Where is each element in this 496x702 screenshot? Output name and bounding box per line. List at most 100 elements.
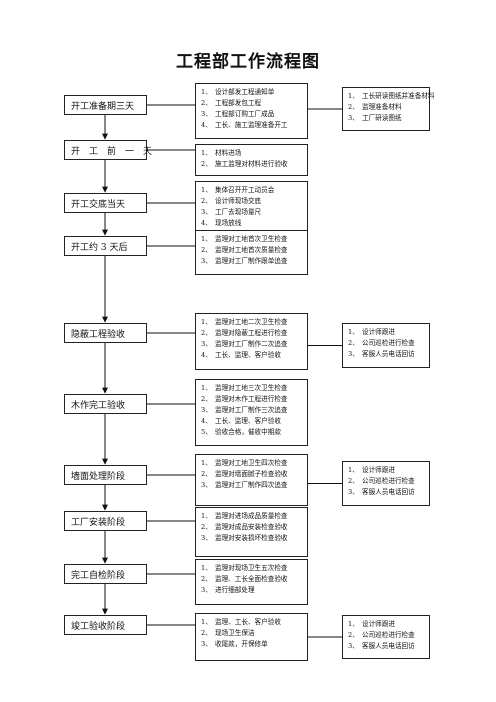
task-item: 3、进行细部处理 [201, 586, 255, 594]
task-item: 1、材料进场 [201, 149, 242, 157]
task-item-text: 现场放线 [215, 219, 242, 227]
note-item-text: 工长研读图纸并准备材料 [362, 92, 435, 100]
note-item-text: 客服人员电话回访 [362, 488, 415, 496]
task-item: 2、监理对成品安装检查验收 [201, 523, 288, 531]
task-box: 1、监理、工长、客户验收 2、现场卫生保洁 3、收尾款，开保修单 [195, 613, 308, 661]
stage-box: 开工准备期三天 [64, 95, 147, 115]
task-item-text: 现场卫生保洁 [215, 629, 255, 637]
task-item: 2、监理对工地首次质量检查 [201, 246, 288, 254]
note-item-text: 设计师跟进 [362, 620, 395, 628]
task-item: 4、工长、施工监理准备开工 [201, 121, 288, 129]
task-item: 1、设计部发工程通知单 [201, 88, 275, 96]
task-item: 3、监理对工厂制作三次追查 [201, 406, 288, 414]
task-item: 1、监理对工地三次卫生检查 [201, 384, 288, 392]
stage-box: 隐蔽工程验收 [64, 323, 147, 343]
note-box: 1、设计师跟进 2、公司巡检进行检查 3、客服人员电话回访 [342, 461, 430, 506]
stage-box: 工厂安装阶段 [64, 511, 147, 531]
note-item-text: 监理准备材料 [362, 103, 402, 111]
task-item-text: 集体召开开工动员会 [215, 186, 275, 194]
stage-box: 完工自检阶段 [64, 564, 147, 584]
task-item-text: 监理、工长全面检查验收 [215, 575, 288, 583]
task-item: 1、监理对工地二次卫生检查 [201, 318, 288, 326]
note-item: 1、工长研读图纸并准备材料 [348, 92, 435, 100]
task-box: 1、监理对进场成品质量检查 2、监理对成品安装检查验收 3、监理对安装损坏检查验收 [195, 507, 308, 557]
stage-box: 开工约 3 天后 [64, 236, 147, 256]
task-item: 2、现场卫生保洁 [201, 629, 255, 637]
task-item-text: 监理对成品安装检查验收 [215, 523, 288, 531]
task-item: 5、验收合格，催收中期款 [201, 428, 281, 436]
task-item: 2、工程部发包工程 [201, 99, 262, 107]
stage-box: 开工交底当天 [64, 193, 147, 213]
note-item-text: 客服人员电话回访 [362, 642, 415, 650]
task-item: 3、监理对工厂制作四次追查 [201, 481, 288, 489]
note-item-text: 设计师跟进 [362, 466, 395, 474]
task-item: 4、现场放线 [201, 219, 242, 227]
note-item-text: 设计师跟进 [362, 328, 395, 336]
task-item: 3、工厂去现场量尺 [201, 208, 262, 216]
page-title: 工程部工作流程图 [176, 52, 320, 72]
task-item: 4、工长、监理、客户验收 [201, 417, 281, 425]
task-item: 2、监理、工长全面检查验收 [201, 575, 288, 583]
task-item: 2、监理对墙面腻子检查验收 [201, 470, 288, 478]
task-item-text: 监理对工地二次卫生检查 [215, 318, 288, 326]
task-item-text: 进行细部处理 [215, 586, 255, 594]
task-item: 2、设计师现场交底 [201, 197, 262, 205]
task-item-text: 监理对工地首次质量检查 [215, 246, 288, 254]
task-item-text: 工厂去现场量尺 [215, 208, 262, 216]
task-item-text: 设计部发工程通知单 [215, 88, 275, 96]
task-item-text: 工长、监理、客户验收 [215, 417, 281, 425]
task-item-text: 监理对工厂制作跟单追查 [215, 257, 288, 265]
note-item: 3、客服人员电话回访 [348, 488, 415, 496]
task-item: 2、施工监理对材料进行验收 [201, 160, 288, 168]
note-item-text: 工厂研读图纸 [362, 114, 402, 122]
note-item-text: 客服人员电话回访 [362, 350, 415, 358]
task-item-text: 收尾款，开保修单 [215, 640, 268, 648]
task-item-text: 监理对进场成品质量检查 [215, 512, 288, 520]
note-item: 3、客服人员电话回访 [348, 350, 415, 358]
note-box: 1、设计师跟进 2、公司巡检进行检查 3、客服人员电话回访 [342, 615, 430, 659]
task-box: 1、监理对现场卫生五次检查 2、监理、工长全面检查验收 3、进行细部处理 [195, 559, 308, 605]
task-item: 3、收尾款，开保修单 [201, 640, 268, 648]
task-item: 3、监理对工厂制作二次追查 [201, 340, 288, 348]
note-item: 2、公司巡检进行检查 [348, 339, 415, 347]
task-item-text: 设计师现场交底 [215, 197, 262, 205]
task-item: 1、监理对现场卫生五次检查 [201, 564, 288, 572]
task-item-text: 工长、监理、客户验收 [215, 351, 281, 359]
task-item: 4、工长、监理、客户验收 [201, 351, 281, 359]
task-item: 1、监理对工地首次卫生检查 [201, 235, 288, 243]
task-item: 3、监理对安装损坏检查验收 [201, 534, 288, 542]
task-item: 1、监理、工长、客户验收 [201, 618, 281, 626]
task-item-text: 监理、工长、客户验收 [215, 618, 281, 626]
task-item-text: 监理对墙面腻子检查验收 [215, 470, 288, 478]
task-item-text: 材料进场 [215, 149, 242, 157]
task-item: 1、集体召开开工动员会 [201, 186, 275, 194]
task-item-text: 监理对工地卫生四次检查 [215, 459, 288, 467]
task-item-text: 监理对工地首次卫生检查 [215, 235, 288, 243]
stage-box: 开 工 前 一 天 [64, 140, 152, 160]
note-item: 1、设计师跟进 [348, 620, 395, 628]
task-box: 1、监理对工地首次卫生检查 2、监理对工地首次质量检查 3、监理对工厂制作跟单追查 [195, 230, 308, 275]
task-item-text: 验收合格，催收中期款 [215, 428, 281, 436]
task-box: 1、集体召开开工动员会2、设计师现场交底3、工厂去现场量尺4、现场放线5、请业主… [195, 181, 308, 238]
note-item: 2、监理准备材料 [348, 103, 402, 111]
task-item-text: 监理对现场卫生五次检查 [215, 564, 288, 572]
task-item-text: 监理对工厂制作二次追查 [215, 340, 288, 348]
stage-box: 木作完工验收 [64, 394, 147, 414]
note-item: 2、公司巡检进行检查 [348, 631, 415, 639]
task-item-text: 监理对隐蔽工程进行检查 [215, 329, 288, 337]
note-item: 2、公司巡检进行检查 [348, 477, 415, 485]
note-item-text: 公司巡检进行检查 [362, 631, 415, 639]
task-item: 3、监理对工厂制作跟单追查 [201, 257, 288, 265]
stage-box: 竣工验收阶段 [64, 615, 147, 635]
note-item: 3、客服人员电话回访 [348, 642, 415, 650]
task-item: 1、监理对进场成品质量检查 [201, 512, 288, 520]
task-item-text: 工程部订购工厂成品 [215, 110, 275, 118]
note-item: 1、设计师跟进 [348, 466, 395, 474]
note-item-text: 公司巡检进行检查 [362, 339, 415, 347]
task-box: 1、材料进场 2、施工监理对材料进行验收 [195, 144, 308, 176]
